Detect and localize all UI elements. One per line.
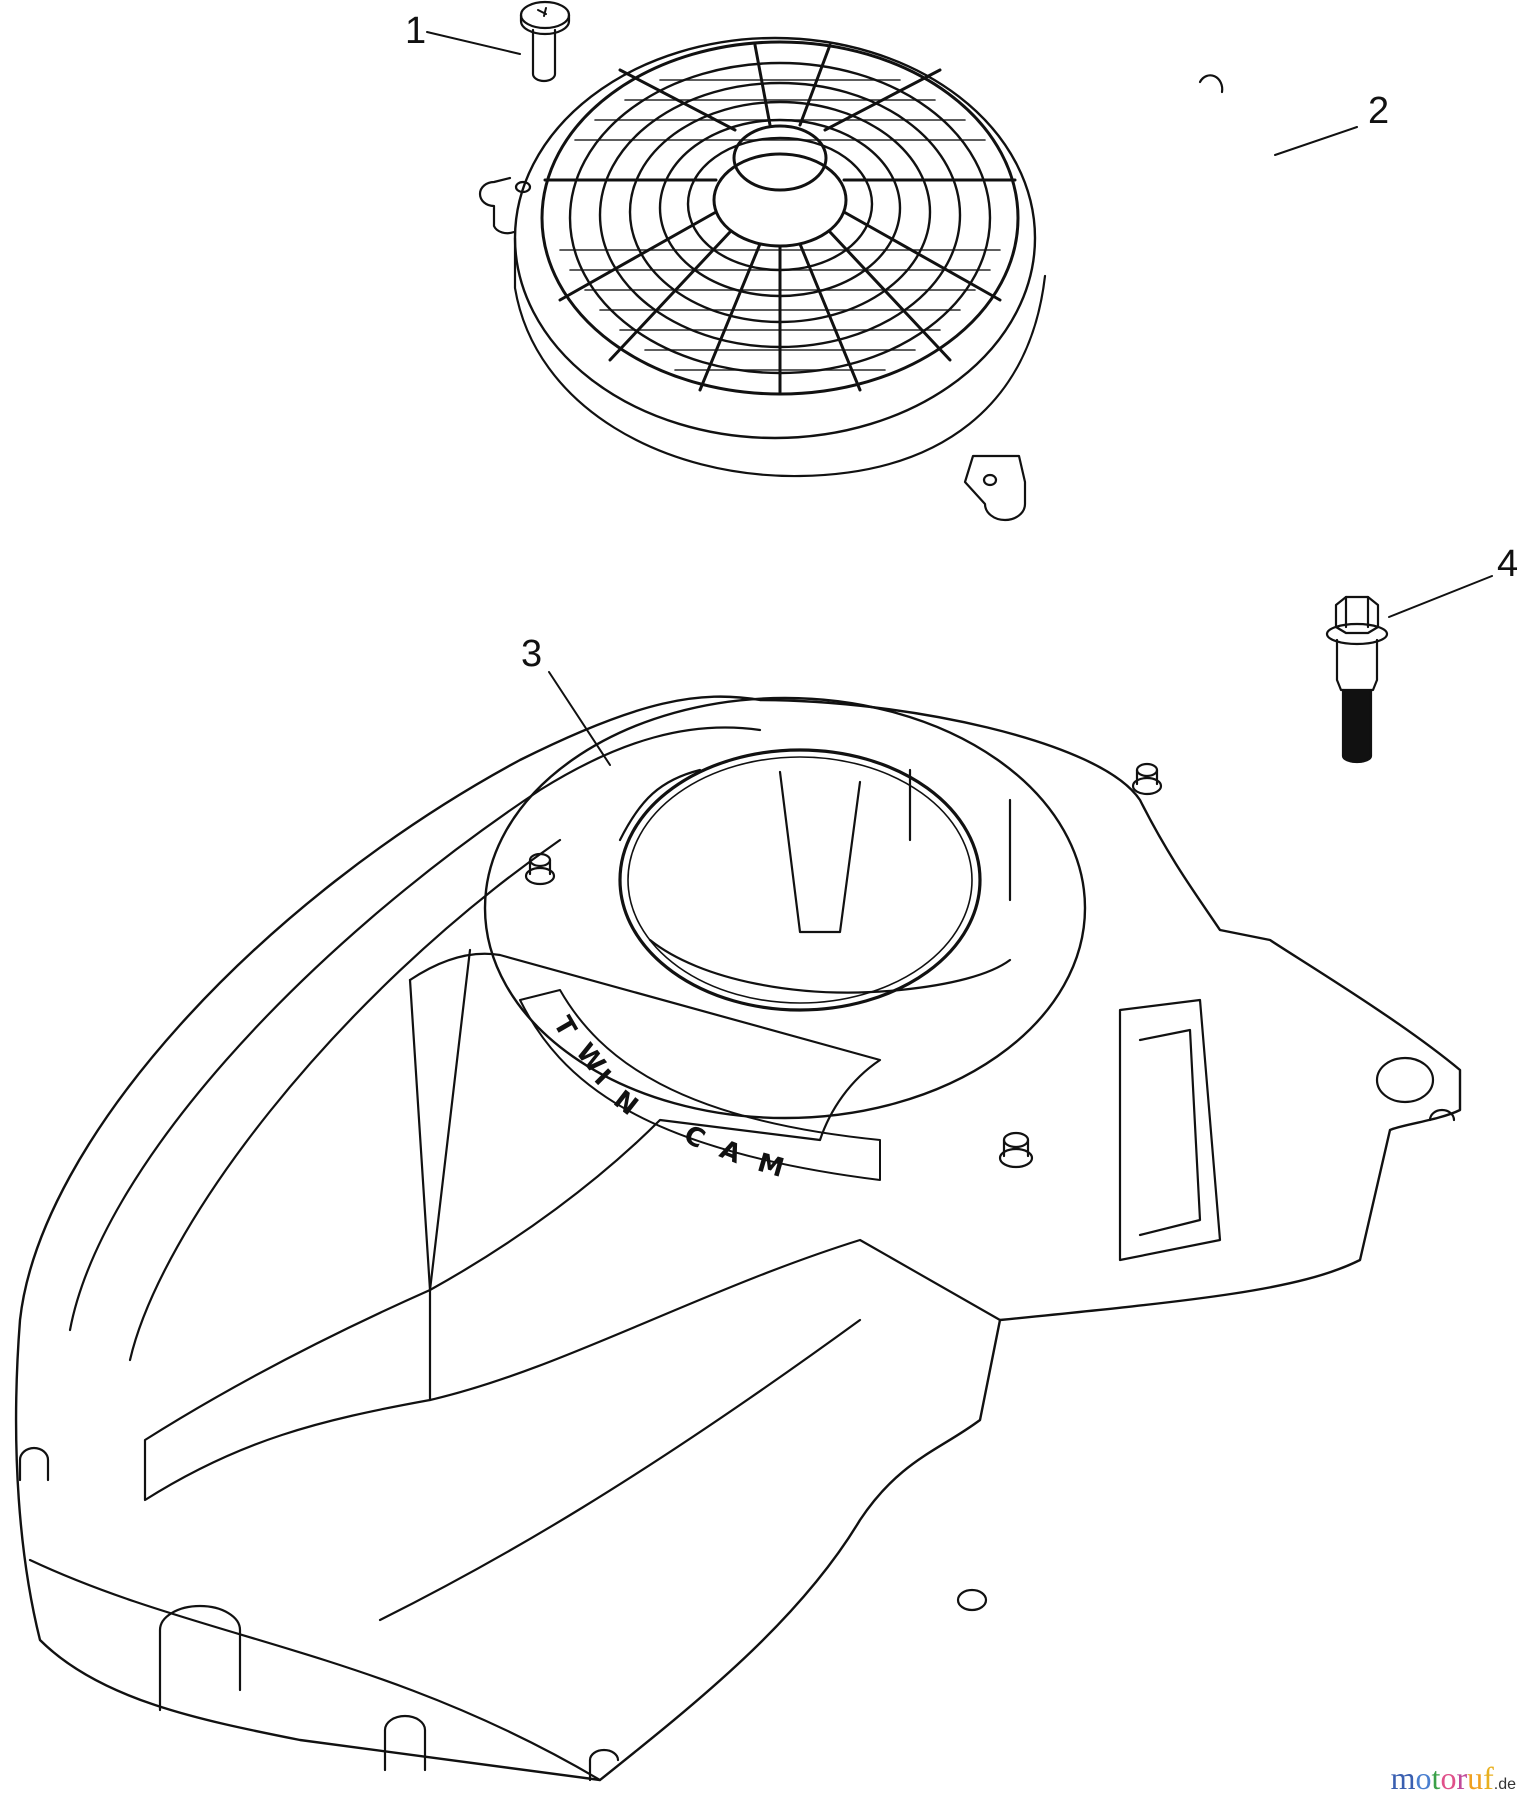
watermark-tld: .de (1493, 1776, 1516, 1793)
callout-2[interactable]: 2 (1368, 90, 1390, 132)
twin-cam-label-band (519, 989, 881, 1181)
boss-icon (998, 1131, 1034, 1169)
part-3-blower-housing-icon[interactable] (14, 695, 1462, 1782)
watermark-letter: u (1467, 1760, 1484, 1796)
part-1-screw-icon[interactable] (519, 0, 571, 83)
watermark-letter: f (1483, 1760, 1494, 1796)
watermark-letter: o (1440, 1760, 1457, 1796)
callout-3[interactable]: 3 (521, 633, 543, 675)
emboss-letter: A (715, 1135, 745, 1170)
watermark-letter: m (1390, 1760, 1416, 1796)
callout-4[interactable]: 4 (1497, 543, 1519, 585)
leader-line-4 (1388, 575, 1493, 618)
callout-1[interactable]: 1 (405, 10, 427, 52)
watermark-letter: t (1431, 1760, 1441, 1796)
leader-lines (426, 31, 1493, 766)
part-4-bolt-icon[interactable] (1325, 595, 1389, 764)
motoruf-watermark[interactable]: motoruf.de (1391, 1762, 1516, 1794)
leader-line-2 (1274, 126, 1358, 156)
twin-cam-emboss: T W I N C A M (547, 1012, 787, 1184)
watermark-letter: r (1456, 1760, 1468, 1796)
watermark-letter: o (1415, 1760, 1432, 1796)
leader-line-3 (548, 671, 611, 766)
boss-icon (1131, 762, 1163, 796)
emboss-letter: M (754, 1148, 787, 1184)
leader-line-1 (426, 31, 521, 55)
part-2-grille-cover-icon[interactable] (478, 36, 1224, 522)
boss-icon (524, 852, 556, 886)
